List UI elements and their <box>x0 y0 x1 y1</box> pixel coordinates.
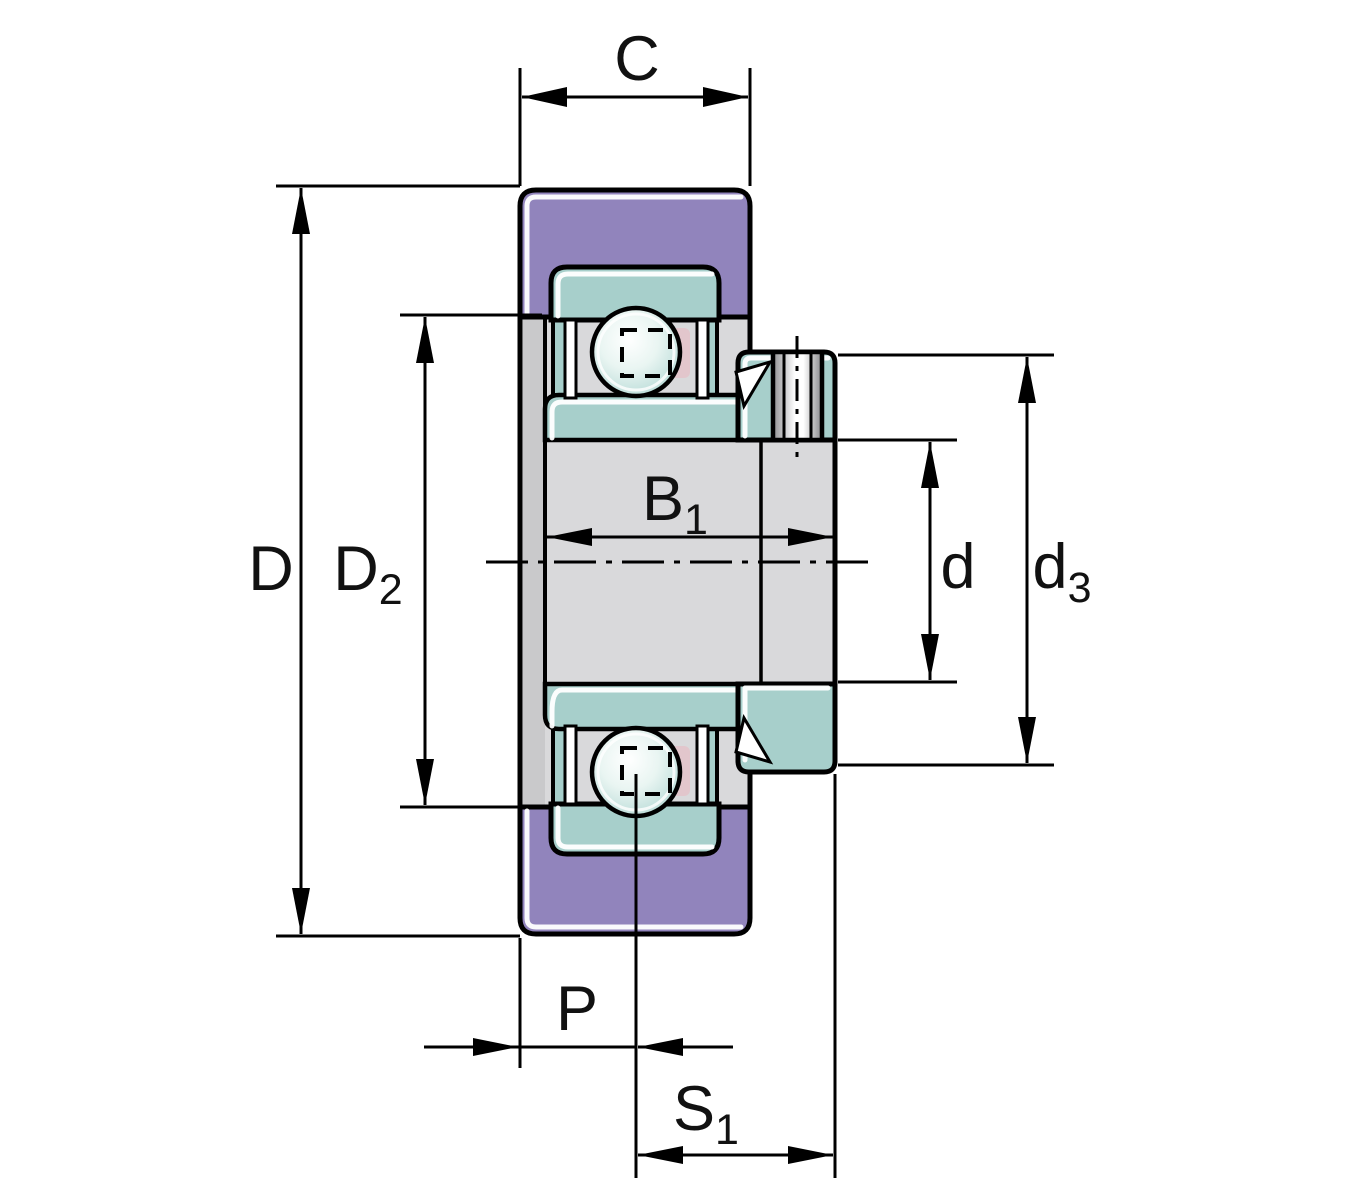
dimension-D2-arrow-top <box>416 317 434 363</box>
shaft-left-strip <box>523 318 545 807</box>
dimension-D2-label-sub: 2 <box>379 566 403 614</box>
dimension-B1-label-sub: 1 <box>684 496 708 544</box>
seal-top-left <box>563 318 578 400</box>
dimension-d3-label-main: d <box>1033 532 1068 602</box>
dimension-B1-arrow-left <box>547 528 592 546</box>
dimension-d: d <box>838 438 976 684</box>
dimension-D: D <box>248 184 520 938</box>
dimension-C-arrow-right <box>703 87 748 107</box>
dimension-d3-arrow-bottom <box>1018 717 1036 763</box>
dimension-C-arrow-left <box>522 87 567 107</box>
dimension-d-arrow-bottom <box>921 634 939 680</box>
outer-ring-top-band-highlight <box>555 271 715 319</box>
dimension-C-label-main: C <box>614 24 660 94</box>
dimension-D-arrow-bottom <box>292 888 310 934</box>
dimension-S1-label-sub: 1 <box>715 1106 739 1154</box>
dimension-D2-label-main: D <box>333 534 379 604</box>
outer-ring-bottom-band-highlight <box>555 805 715 850</box>
ball-top <box>589 305 683 399</box>
dimension-d3-arrow-top <box>1018 357 1036 403</box>
dimension-P-label-main: P <box>556 974 598 1044</box>
dimension-C: C <box>518 24 752 186</box>
seal-top-right <box>695 318 710 400</box>
locking-collar-top-group <box>734 336 838 458</box>
dimension-D2: D2 <box>333 313 542 809</box>
locking-collar-top-highlight <box>742 355 831 439</box>
dimension-d-label-main: d <box>940 532 975 602</box>
dimension-d3-label-sub: 3 <box>1068 564 1092 612</box>
collar-notch-top <box>734 359 774 410</box>
dimension-d-label: d <box>940 532 975 602</box>
seal-bottom-left <box>563 724 578 806</box>
dimension-d3: d3 <box>838 353 1092 767</box>
dimension-S1-label: S1 <box>673 1074 739 1154</box>
dimension-S1: S1 <box>638 774 837 1178</box>
collar-notch-bottom <box>734 714 774 765</box>
dimension-P-arrow-right <box>638 1038 683 1056</box>
dimension-B1-label: B1 <box>642 464 708 544</box>
dimension-D-label-main: D <box>248 534 294 604</box>
dimension-B1-arrow-right <box>788 528 833 546</box>
dimension-D2-arrow-bottom <box>416 759 434 805</box>
dimension-d-arrow-top <box>921 442 939 488</box>
dimension-S1-arrow-right <box>788 1146 833 1164</box>
dimension-P-label: P <box>556 974 598 1044</box>
housing-bottom-highlight <box>524 808 744 930</box>
bearing-row-top <box>542 264 765 443</box>
outer-ring-top-band <box>548 264 722 323</box>
ball-top-highlight <box>596 312 676 392</box>
dimension-C-label: C <box>614 24 660 94</box>
ball-bottom-dashed-square <box>620 746 672 796</box>
dimension-d3-label: d3 <box>1033 532 1092 612</box>
dimension-D-label: D <box>248 534 294 604</box>
seal-bottom-right <box>695 724 710 806</box>
dimension-S1-label-main: S <box>673 1074 715 1144</box>
dimension-B1-label-main: B <box>642 464 684 534</box>
outer-ring-bottom-flange-highlight <box>549 687 757 729</box>
locking-collar-bottom <box>735 681 838 775</box>
dimension-S1-arrow-left <box>638 1146 683 1164</box>
dimension-B1: B1 <box>547 464 833 546</box>
dimension-D-arrow-top <box>292 188 310 234</box>
locking-collar-bottom-group <box>734 681 838 775</box>
ball-top-dashed-square <box>620 328 672 378</box>
housing-top-highlight <box>524 194 744 316</box>
outer-ring-top-flange <box>542 392 765 443</box>
outer-ring-top-flange-highlight <box>549 399 757 441</box>
bearing-row-bottom <box>542 681 765 857</box>
dimension-P-arrow-left <box>473 1038 518 1056</box>
dimension-D2-label: D2 <box>333 534 402 614</box>
dimension-P: P <box>424 774 733 1178</box>
